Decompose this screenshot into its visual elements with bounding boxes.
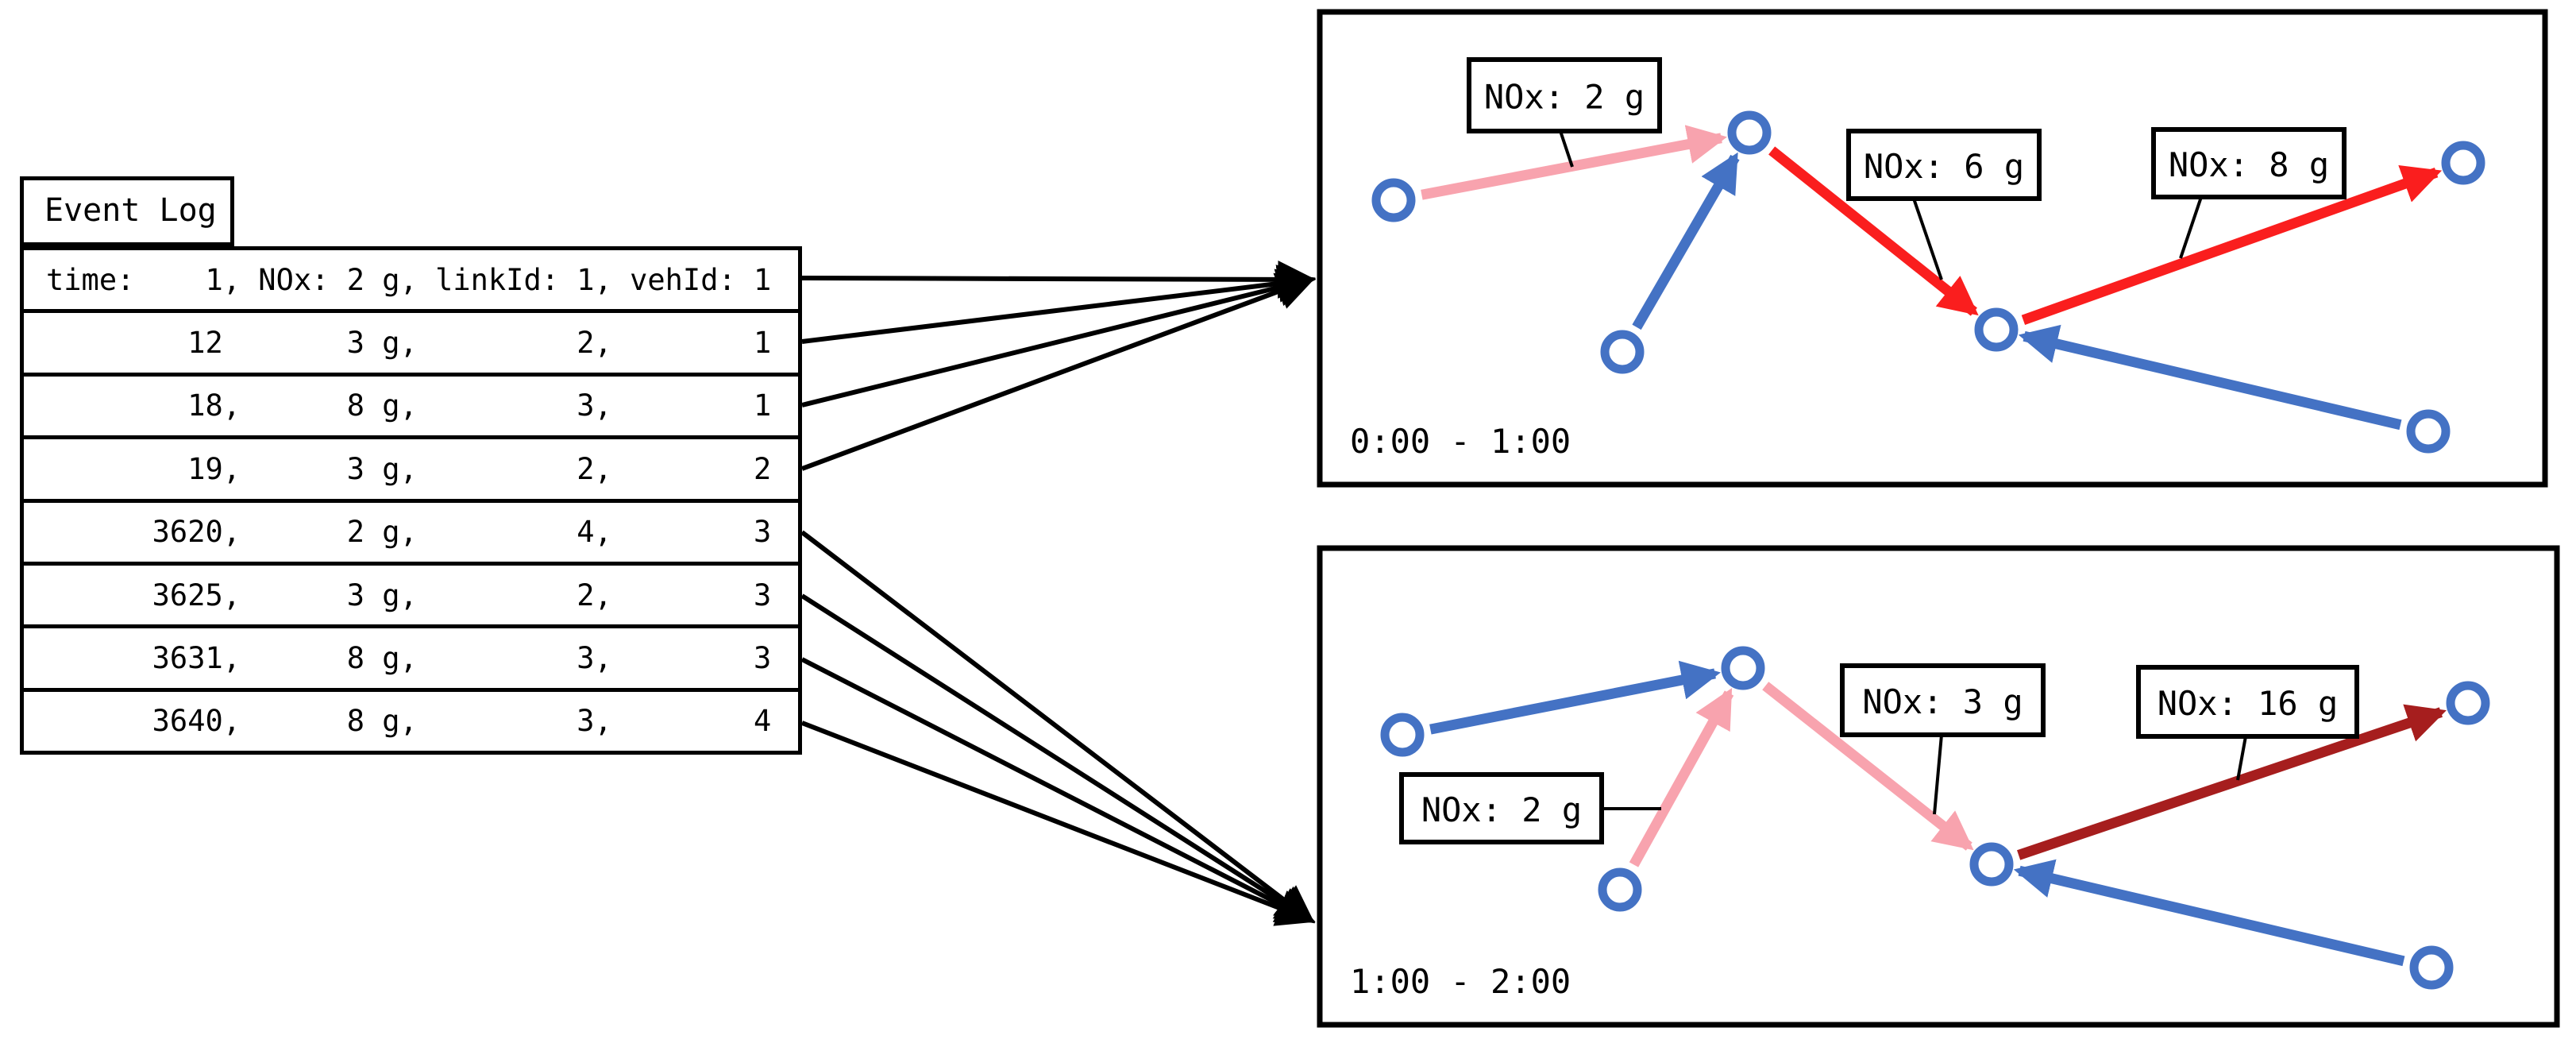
- table-row: 3640, 8 g, 3, 4: [46, 704, 772, 739]
- network-node: [1598, 867, 1642, 912]
- nox-label: NOx: 3 g: [1862, 682, 2023, 721]
- mapping-arrow: [800, 657, 1316, 923]
- network-node: [2406, 409, 2451, 454]
- nox-label-box: [1846, 129, 2042, 201]
- emission-edge: [2017, 704, 2447, 860]
- mapping-arrow: [801, 269, 1316, 408]
- network-node: [1721, 646, 1765, 690]
- nox-label-box: [1840, 663, 2046, 737]
- network-node: [1974, 307, 2019, 352]
- nox-label: NOx: 2 g: [1484, 78, 1645, 117]
- nox-label-box: [2151, 127, 2347, 199]
- emission-edge: [2018, 324, 2402, 431]
- nox-label: NOx: 6 g: [1864, 147, 2024, 186]
- mapping-arrow: [800, 530, 1315, 924]
- table-row: 3625, 3 g, 2, 3: [24, 566, 798, 629]
- table-row: time: 1, NOx: 2 g, linkId: 1, vehId: 1: [24, 250, 798, 314]
- mapping-arrow: [801, 265, 1317, 344]
- table-row: 3620, 2 g, 4, 3: [24, 503, 798, 566]
- table-row: 12 3 g, 2, 1: [24, 313, 798, 377]
- nox-label-box: [1467, 57, 1662, 133]
- table-row: 3631, 8 g, 3, 3: [24, 628, 798, 692]
- network-node: [1380, 713, 1425, 757]
- network-node: [1727, 110, 1772, 155]
- emission-edge: [2021, 164, 2443, 326]
- label-callout-line: [2179, 196, 2203, 259]
- time-range-label: 1:00 - 2:00: [1350, 962, 1571, 1001]
- mapping-arrow: [801, 260, 1317, 299]
- network-node: [2409, 945, 2454, 990]
- nox-label-box: [2136, 665, 2359, 739]
- emission-edge: [1762, 682, 1974, 851]
- event-log-table: time: 1, NOx: 2 g, linkId: 1, vehId: 1 1…: [20, 246, 802, 755]
- mapping-arrow: [800, 721, 1316, 926]
- emission-edge: [1429, 660, 1721, 735]
- label-callout-line: [1912, 198, 1943, 280]
- table-row: 18, 8 g, 3, 1: [24, 377, 798, 440]
- emission-edge: [1632, 152, 1740, 330]
- label-callout-line: [2236, 736, 2247, 781]
- event-log-title: Event Log: [20, 176, 234, 246]
- nox-label: NOx: 2 g: [1421, 790, 1582, 829]
- nox-label-box: [1399, 772, 1604, 844]
- emission-edge: [1768, 146, 1979, 316]
- emission-edge: [1629, 687, 1734, 867]
- table-row: 19, 3 g, 2, 2: [24, 439, 798, 503]
- nox-label: NOx: 8 g: [2169, 145, 2329, 184]
- network-node: [1969, 842, 2014, 887]
- time-range-label: 0:00 - 1:00: [1350, 422, 1571, 461]
- label-callout-line: [1559, 130, 1574, 168]
- network-node: [2441, 141, 2485, 185]
- network-node: [1600, 330, 1645, 374]
- label-callout-line: [1933, 734, 1943, 815]
- mapping-arrow: [800, 272, 1316, 471]
- mapping-arrow: [800, 593, 1316, 923]
- emission-edge: [2013, 859, 2405, 967]
- network-node: [2446, 681, 2490, 725]
- nox-label: NOx: 16 g: [2158, 684, 2339, 723]
- network-node: [1371, 178, 1416, 222]
